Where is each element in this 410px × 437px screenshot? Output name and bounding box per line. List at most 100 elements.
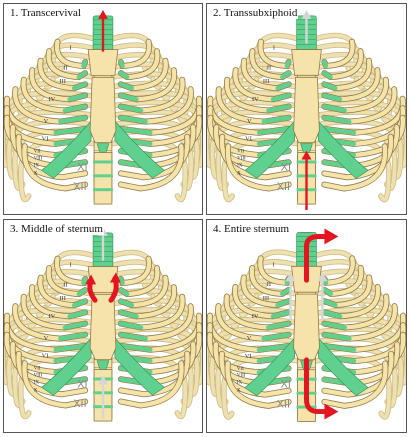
rib-back-fill xyxy=(207,307,303,363)
rib-front xyxy=(22,144,88,191)
guide-arrow-icon-head xyxy=(317,272,328,282)
rib-numeral: VI xyxy=(42,136,49,143)
costal-cartilage xyxy=(118,332,148,341)
costal-cartilage xyxy=(266,104,291,113)
rib-numeral: I xyxy=(273,261,275,268)
sternum-body xyxy=(89,76,117,144)
costal-cartilage xyxy=(118,93,139,102)
costal-cartilage xyxy=(76,287,88,297)
rib-numeral: VII xyxy=(237,150,244,155)
costal-cartilage xyxy=(118,70,130,80)
incision-arrow-icon-head xyxy=(324,403,339,420)
rib-numeral: V xyxy=(247,335,252,342)
costal-cartilage xyxy=(322,82,338,91)
costal-cartilage xyxy=(322,321,347,330)
costal-cartilage xyxy=(266,321,291,330)
costal-cartilage xyxy=(118,321,144,330)
costal-cartilage xyxy=(261,115,291,124)
rib-numeral: V xyxy=(247,118,252,125)
rib-back-fill xyxy=(4,90,99,145)
costal-cartilage xyxy=(58,332,88,341)
rib-front xyxy=(225,361,291,409)
rib-numeral: II xyxy=(267,281,271,288)
costal-cartilage xyxy=(118,82,135,91)
costal-cartilage xyxy=(62,321,88,330)
rib-numeral: III xyxy=(263,78,269,85)
costal-cartilage xyxy=(118,310,139,319)
incision-arrow-icon-head xyxy=(98,10,108,19)
rib-numeral: XII xyxy=(277,181,290,193)
panel-title: 4. Entire sternum xyxy=(212,223,291,235)
rib-numeral: XII xyxy=(73,181,86,193)
costal-cartilage xyxy=(322,70,333,80)
costal-cartilage xyxy=(81,276,88,286)
lumbar-spine xyxy=(93,152,113,205)
costal-cartilage xyxy=(275,298,291,308)
costal-cartilage xyxy=(322,104,347,113)
incision-arrow-icon-shaft xyxy=(304,357,329,415)
rib-numeral: III xyxy=(263,295,269,302)
costal-cartilage xyxy=(322,310,343,319)
costal-cartilage xyxy=(81,59,88,69)
rib-numeral: VI xyxy=(42,353,49,360)
costal-cartilage xyxy=(284,59,291,69)
rib-numeral: VI xyxy=(245,353,252,360)
costal-margin xyxy=(244,120,295,179)
rib-numeral: II xyxy=(267,64,271,71)
rib-numeral: VIII xyxy=(34,373,43,378)
costal-margin xyxy=(41,337,92,396)
costal-cartilage xyxy=(256,343,291,353)
costal-cartilage xyxy=(118,104,144,113)
costal-cartilage xyxy=(279,287,291,297)
rib-back-fill xyxy=(310,90,406,145)
rib-numeral: XII xyxy=(277,399,290,411)
sternum-body xyxy=(293,293,320,361)
incision-arrow-icon-shaft xyxy=(304,233,329,283)
guide-arrow-icon-head xyxy=(285,272,296,282)
guide-arrow-icon-head xyxy=(301,9,312,19)
costal-cartilage xyxy=(322,93,343,102)
rib-numeral: VII xyxy=(237,367,244,372)
sternum-body xyxy=(89,293,117,361)
costal-cartilage xyxy=(53,343,88,352)
incision-arrow-icon-head xyxy=(301,150,312,160)
costal-cartilage xyxy=(58,115,88,124)
costal-cartilage xyxy=(322,332,352,341)
incision-arrow-icon-head xyxy=(85,274,97,285)
rib-numeral: XI xyxy=(281,379,291,391)
rib-back-fill xyxy=(310,307,406,363)
rib-front xyxy=(22,361,88,408)
costal-cartilage xyxy=(118,126,153,135)
costal-cartilage xyxy=(118,287,130,297)
costal-cartilage xyxy=(322,126,357,135)
rib-numeral: VI xyxy=(245,136,252,143)
rib-front xyxy=(118,144,184,191)
rib-numeral: X xyxy=(237,171,241,176)
rib-numeral: VIII xyxy=(237,157,246,162)
costal-cartilage xyxy=(261,332,291,341)
rib-numeral: I xyxy=(69,45,71,52)
guide-arrow-icon-head xyxy=(98,375,108,385)
costal-cartilage xyxy=(71,82,88,91)
costal-margin xyxy=(318,337,369,397)
rib-numeral: III xyxy=(59,78,65,85)
manubrium xyxy=(87,49,119,76)
disc xyxy=(93,174,113,178)
costal-cartilage xyxy=(322,287,334,297)
costal-cartilage xyxy=(118,343,153,352)
costal-cartilage xyxy=(118,59,125,69)
costal-cartilage xyxy=(322,115,352,124)
rib-back-fill xyxy=(4,307,99,362)
rib-numeral: IX xyxy=(34,163,40,168)
costal-cartilage xyxy=(71,299,88,308)
rib-numeral: X xyxy=(34,388,38,393)
rib-numeral: XI xyxy=(281,161,291,173)
rib-back-fill xyxy=(207,90,303,145)
costal-cartilage xyxy=(275,82,291,91)
